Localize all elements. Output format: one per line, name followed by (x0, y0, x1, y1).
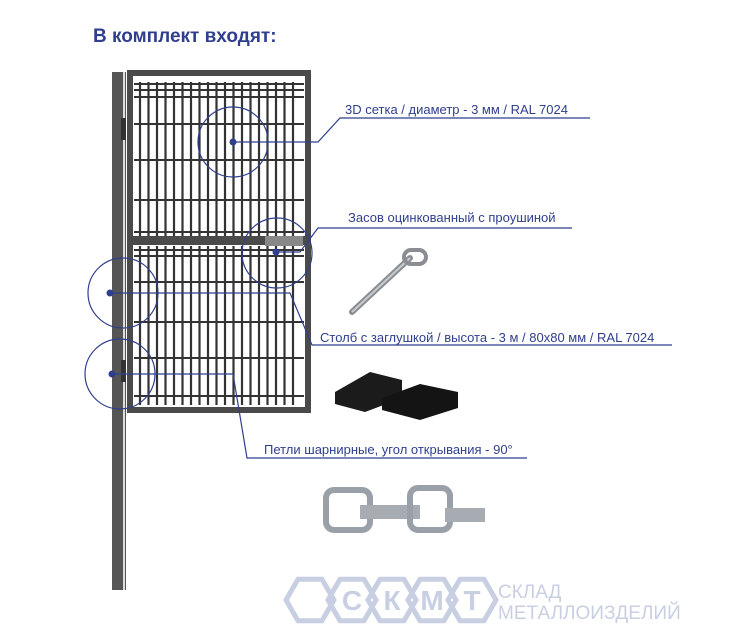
callout-lines (84, 106, 672, 459)
callout-dot (272, 248, 280, 256)
hinge-nut (445, 508, 485, 522)
callout-post-label: Столб с заглушкой / высота - 3 м / 80x80… (320, 330, 655, 345)
post-cap-image (382, 384, 458, 420)
hinge-bottom (121, 360, 126, 382)
callout-dot (106, 289, 114, 297)
logo-hexagon (283, 576, 337, 624)
latch-bolt-highlight (351, 257, 411, 313)
callout-dot (229, 138, 237, 146)
logo-line2: МЕТАЛЛОИЗДЕЛИЙ (498, 603, 681, 624)
logo-line1: СКЛАД (498, 582, 562, 603)
callout-leader-line (276, 227, 572, 253)
hinge-bolt (360, 505, 420, 519)
logo-text: СКЛАД МЕТАЛЛОИЗДЕЛИЙ (498, 582, 681, 624)
hinge-top (121, 118, 126, 140)
product-images (323, 248, 485, 533)
post (112, 72, 126, 590)
logo-hexagon (365, 576, 419, 624)
callout-dot (108, 370, 116, 378)
logo-hexagon (445, 576, 499, 624)
callout-latch-label: Засов оцинкованный с проушиной (348, 210, 556, 225)
gate-middle-bar (133, 236, 305, 245)
logo-hexagon (325, 576, 379, 624)
callout-leader-line (110, 292, 672, 346)
callout-mesh-label: 3D сетка / диаметр - 3 мм / RAL 7024 (345, 102, 568, 117)
latch-eye (402, 248, 428, 266)
callout-hinge-label: Петли шарнирные, угол открывания - 90° (264, 442, 513, 457)
post-highlight (123, 72, 125, 590)
logo-letter: Т (463, 585, 480, 616)
logo-letter: М (420, 585, 443, 616)
gate-illustration (112, 70, 311, 590)
callout-leader-line (112, 373, 527, 459)
logo-hexagon (405, 576, 459, 624)
page-title: В комплект входят: (93, 26, 277, 47)
logo-letter: К (383, 585, 401, 616)
callout-leader-line (233, 117, 590, 143)
logo-letter: С (342, 585, 362, 616)
callout-circle (241, 217, 313, 289)
latch (265, 236, 303, 246)
